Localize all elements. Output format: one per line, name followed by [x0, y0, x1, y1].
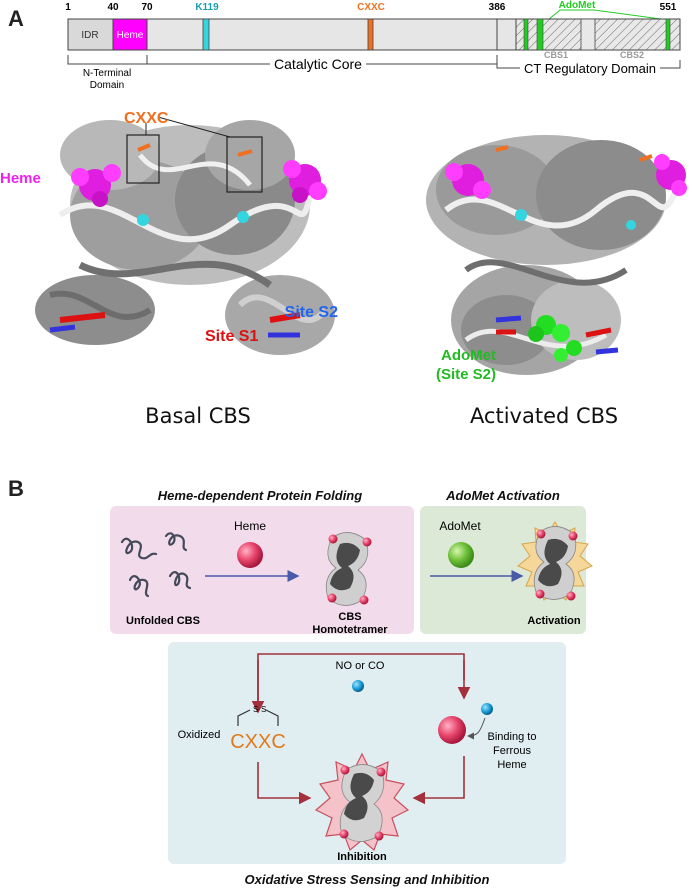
oxidized-label: Oxidized — [178, 729, 221, 741]
activated-heme-right — [654, 154, 687, 196]
adomet-bracket — [547, 9, 669, 21]
idr-segment — [67, 18, 114, 51]
binding-label-3: Heme — [497, 759, 526, 771]
svg-text:S: S — [261, 705, 266, 714]
activated-k119-right — [626, 220, 636, 230]
folding-heme-label: Heme — [234, 519, 266, 533]
cbs-label-2: Homotetramer — [312, 624, 388, 636]
basal-caption: Basal CBS — [145, 404, 251, 428]
binding-ligand-sphere — [481, 703, 493, 715]
binding-label-1: Binding to — [488, 731, 537, 743]
cxxc-box-right — [226, 136, 263, 193]
panel-letter-a: A — [8, 6, 24, 31]
activated-cxxc-right — [639, 154, 653, 162]
inhibition-label: Inhibition — [337, 851, 387, 863]
adomet-map-label: AdoMet — [559, 0, 596, 11]
adomet-spheres — [528, 315, 582, 362]
panel-letter-b: B — [8, 476, 24, 501]
cbs-label-1: CBS — [338, 611, 361, 623]
ss-bond-label: S — [253, 705, 258, 714]
basal-cxxc-label: CXXC — [124, 110, 169, 127]
cxxc-position-label: CXXC — [357, 2, 385, 13]
idr-label: IDR — [81, 30, 98, 41]
folding-title: Heme-dependent Protein Folding — [157, 488, 363, 503]
site-s1-strand-right — [269, 312, 301, 323]
catalytic-core-label: Catalytic Core — [274, 56, 362, 72]
site-s1-strand-left — [59, 312, 106, 323]
position-1: 1 — [65, 2, 71, 13]
domain-map: 1 40 70 K119 CXXC 386 AdoMet 551 IDR Hem… — [65, 0, 681, 91]
cbs2-label: CBS2 — [620, 50, 644, 60]
basal-k119-left — [137, 214, 149, 226]
cbs-linker — [580, 18, 596, 51]
unfolded-cbs-icon — [120, 532, 192, 598]
adomet-structure-label-2: (Site S2) — [436, 366, 496, 383]
cxxc-mark — [367, 18, 374, 51]
n-terminal-label-2: Domain — [90, 80, 124, 91]
heme-segment — [112, 18, 148, 51]
activated-caption: Activated CBS — [469, 404, 619, 428]
adomet-mark-1 — [523, 18, 529, 51]
unfolded-cbs-label: Unfolded CBS — [126, 615, 200, 627]
ferrous-heme-sphere — [438, 716, 466, 744]
basal-structure: CXXC Heme Site S1 Site S2 — [0, 110, 338, 355]
activation-label: Activation — [527, 615, 580, 627]
heme-segment-label: Heme — [117, 30, 144, 41]
activated-cxxc-left — [495, 145, 509, 152]
no-co-sphere — [352, 680, 364, 692]
basal-heme-right — [283, 160, 327, 203]
n-terminal-label-1: N-Terminal — [83, 68, 131, 79]
no-co-label: NO or CO — [336, 660, 385, 672]
basal-heme-label: Heme — [0, 170, 41, 187]
ct-regulatory-label: CT Regulatory Domain — [524, 61, 656, 76]
inhibited-cbs-icon — [314, 752, 410, 852]
cxxc-box-left — [126, 134, 160, 184]
heme-sphere — [237, 542, 263, 568]
position-386: 386 — [489, 2, 506, 13]
basal-heme-left — [71, 164, 121, 207]
cbs1-label: CBS1 — [544, 50, 568, 60]
adomet-structure-label-1: AdoMet — [441, 347, 496, 364]
activated-ribbon — [426, 135, 679, 375]
inhibition-title: Oxidative Stress Sensing and Inhibition — [244, 872, 490, 887]
inhibition-cxxc-label: CXXC — [230, 731, 286, 753]
position-551: 551 — [660, 2, 677, 13]
cbs-homotetramer-icon — [325, 532, 372, 606]
activated-cbs-icon — [517, 521, 593, 601]
binding-label-2: Ferrous — [493, 745, 531, 757]
activated-structure: AdoMet (Site S2) — [426, 135, 687, 383]
activated-k119-left — [515, 209, 527, 221]
ct-regulatory-segment — [515, 18, 681, 51]
site-s2-strand-left — [49, 324, 76, 333]
adomet-sphere — [448, 542, 474, 568]
adomet-mark-2 — [536, 18, 544, 51]
position-40: 40 — [107, 2, 119, 13]
k119-mark — [202, 18, 210, 51]
basal-k119-right — [237, 211, 249, 223]
panel-b-diagram: Unfolded CBS Heme CBS Homotetramer AdoMe… — [110, 506, 593, 864]
activation-title: AdoMet Activation — [446, 488, 560, 503]
adomet-mark-3 — [665, 18, 671, 51]
site-s1-label: Site S1 — [205, 328, 258, 345]
activated-heme-left — [445, 163, 491, 199]
position-70: 70 — [141, 2, 153, 13]
k119-label: K119 — [195, 2, 219, 13]
activation-adomet-label: AdoMet — [439, 519, 481, 533]
site-s2-label: Site S2 — [285, 304, 338, 321]
